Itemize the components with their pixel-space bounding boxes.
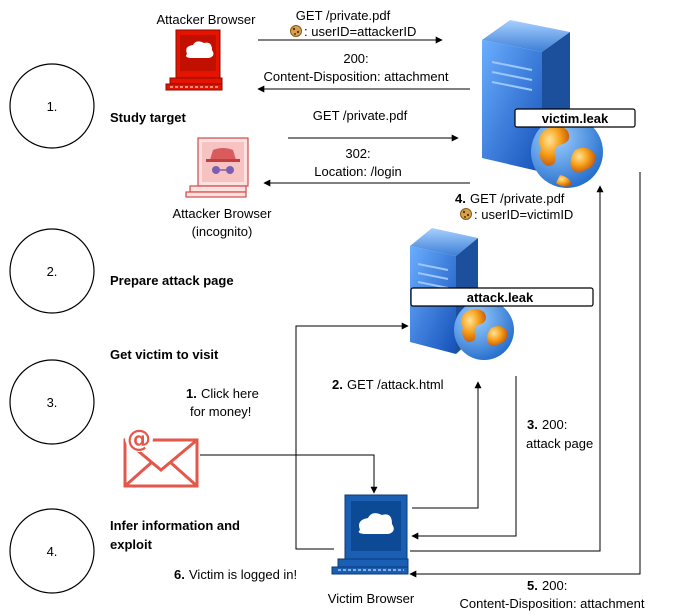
- victim-server-label: victim.leak: [542, 111, 609, 126]
- victim-browser-label: Victim Browser: [328, 591, 415, 606]
- step-title-4b: exploit: [110, 537, 153, 552]
- step-title-3: Get victim to visit: [110, 347, 219, 362]
- step-number-3: 3.: [47, 395, 58, 410]
- step-title-4a: Infer information and: [110, 518, 240, 533]
- m3-line2: attack page: [526, 436, 593, 451]
- m2-num: 2.: [332, 377, 343, 392]
- victim-server: victim.leak: [482, 20, 636, 188]
- computer-browser-icon: [165, 29, 223, 91]
- m4-line2: : userID=victimID: [474, 207, 573, 222]
- m6-arrow: [295, 322, 409, 550]
- m2-text: GET /attack.html: [347, 377, 444, 392]
- attack-server-label: attack.leak: [467, 290, 534, 305]
- step-circle-4: [9, 508, 95, 594]
- req1-line1: GET /private.pdf: [296, 8, 391, 23]
- step-1: 1. Study target: [9, 63, 187, 149]
- step-circle-2: [9, 228, 95, 314]
- resp2-line2: Location: /login: [314, 164, 401, 179]
- attack-server-label-box: [410, 287, 594, 307]
- incognito-spy-icon: [185, 137, 249, 198]
- m6-text: Victim is logged in!: [189, 567, 297, 582]
- attacker-browser: Attacker Browser: [157, 12, 257, 91]
- server-globe-icon: [410, 228, 514, 360]
- incognito-label-2: (incognito): [192, 224, 253, 239]
- m4-num: 4.: [455, 191, 466, 206]
- step-circle-3: [9, 359, 95, 445]
- attacker-browser-incognito: Attacker Browser (incognito): [173, 137, 273, 239]
- incognito-label-1: Attacker Browser: [173, 206, 273, 221]
- attack-flow: 1. Click here for money! 2. GET /attack.…: [174, 172, 645, 611]
- m1-arrow: [200, 454, 378, 494]
- m3-line1: 200:: [542, 417, 567, 432]
- m3-num: 3.: [527, 417, 538, 432]
- email-at-icon: @: [123, 424, 199, 488]
- attacker-browser-label: Attacker Browser: [157, 12, 257, 27]
- m5-line2: Content-Disposition: attachment: [460, 596, 645, 611]
- resp1-line1: 200:: [343, 51, 368, 66]
- cookie-icon: [290, 25, 302, 37]
- cookie-icon: [460, 208, 472, 220]
- m6-num: 6.: [174, 567, 185, 582]
- req1-line2: : userID=attackerID: [304, 24, 416, 39]
- attack-server: attack.leak: [410, 228, 594, 360]
- computer-browser-icon: [331, 494, 409, 575]
- victim-server-label-box: [514, 108, 636, 128]
- victim-browser: Victim Browser: [328, 494, 415, 606]
- step-4: 4. Infer information and exploit: [9, 508, 240, 594]
- svg-text:@: @: [127, 425, 151, 453]
- m3-arrow: [411, 376, 517, 540]
- step-number-2: 2.: [47, 264, 58, 279]
- step-circle-1: [9, 63, 95, 149]
- step-title-1: Study target: [110, 110, 187, 125]
- step-number-4: 4.: [47, 544, 58, 559]
- m4-arrow: [410, 185, 604, 552]
- step-number-1: 1.: [47, 99, 58, 114]
- server-globe-icon: [482, 20, 603, 188]
- m5-line1: 200:: [542, 578, 567, 593]
- m1-line2: for money!: [190, 404, 251, 419]
- m1-num: 1.: [186, 386, 197, 401]
- req2-text: GET /private.pdf: [313, 108, 408, 123]
- m2-arrow: [412, 381, 482, 509]
- step-title-2: Prepare attack page: [110, 273, 234, 288]
- study-target-messages: GET /private.pdf : userID=attackerID 200…: [257, 8, 470, 187]
- m1-line1: Click here: [201, 386, 259, 401]
- m5-num: 5.: [527, 578, 538, 593]
- m4-line1: GET /private.pdf: [470, 191, 565, 206]
- resp2-line1: 302:: [345, 146, 370, 161]
- resp1-line2: Content-Disposition: attachment: [264, 69, 449, 84]
- step-2: 2. Prepare attack page: [9, 228, 234, 314]
- step-3: 3. Get victim to visit: [9, 347, 219, 445]
- m5-arrow: [409, 172, 641, 578]
